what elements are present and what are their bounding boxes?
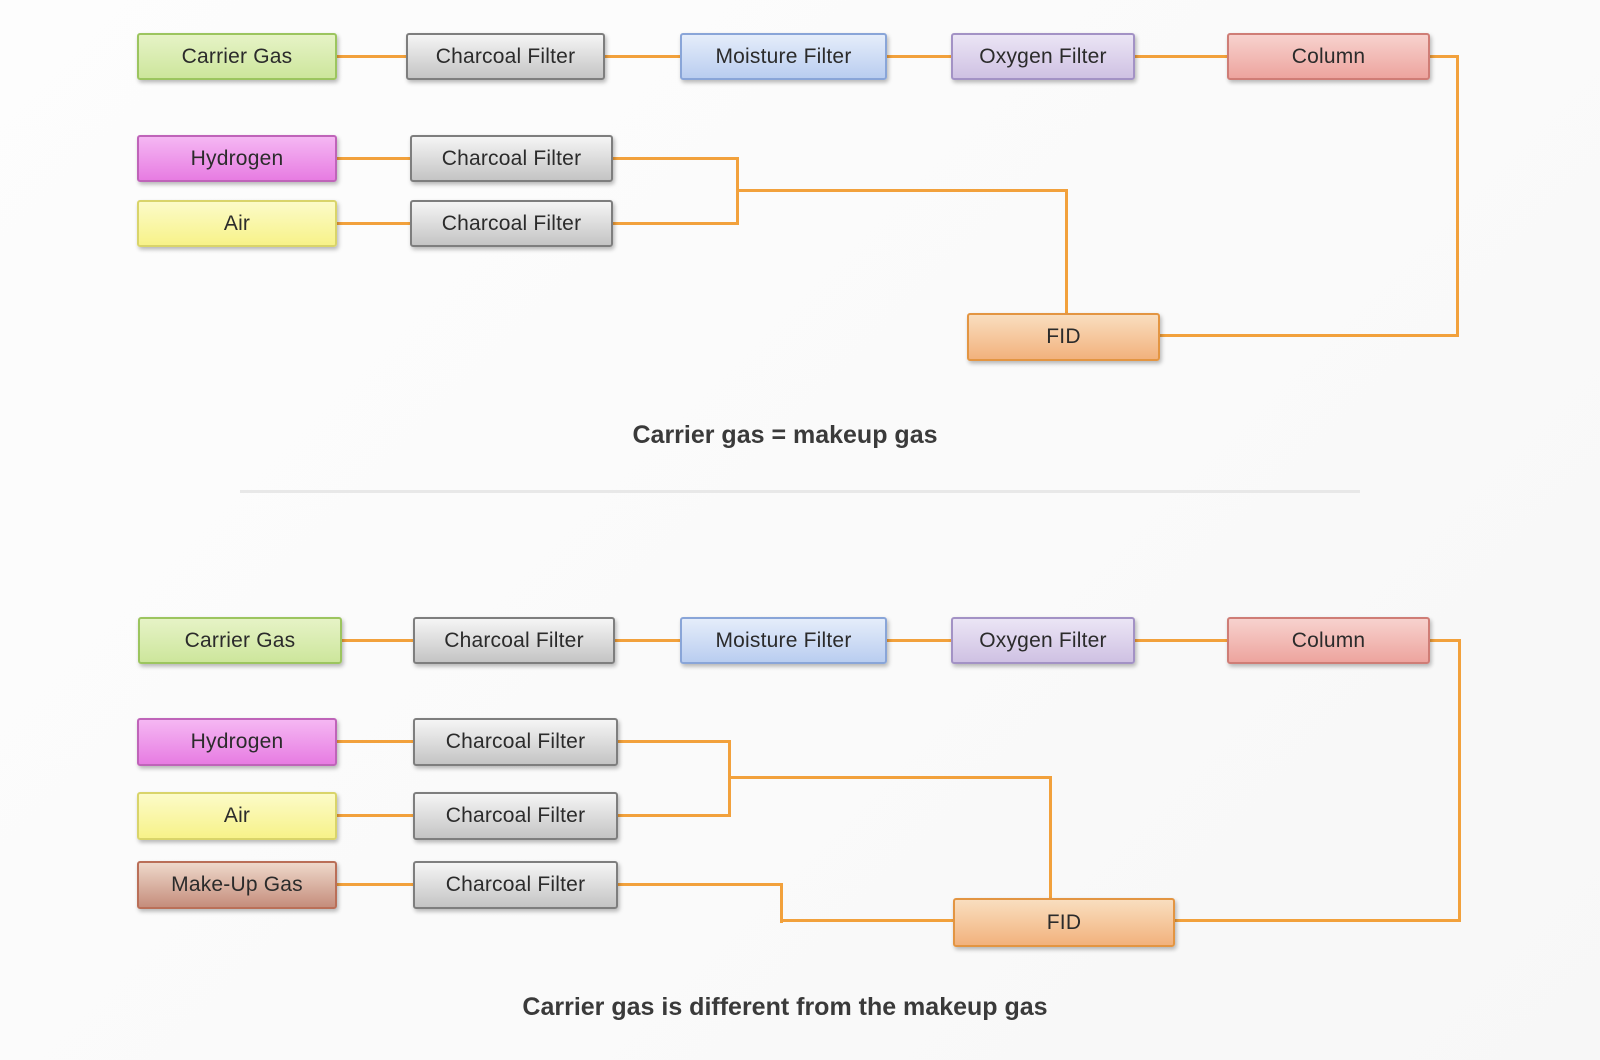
node-hydrogen: Hydrogen: [137, 135, 337, 182]
section-divider: [240, 490, 1360, 493]
node-charcoal-filter: Charcoal Filter: [410, 200, 613, 247]
connector: [1456, 55, 1459, 337]
connector: [1135, 639, 1227, 642]
connector: [1065, 189, 1068, 313]
connector: [1458, 639, 1461, 922]
connector: [337, 55, 406, 58]
connector: [887, 639, 951, 642]
connector: [618, 814, 731, 817]
connector: [613, 157, 739, 160]
node-moisture-filter: Moisture Filter: [680, 617, 887, 664]
node-moisture-filter: Moisture Filter: [680, 33, 887, 80]
connector: [1430, 639, 1461, 642]
node-column: Column: [1227, 617, 1430, 664]
node-make-up-gas: Make-Up Gas: [137, 861, 337, 909]
diagram1-caption: Carrier gas = makeup gas: [632, 421, 938, 449]
connector: [736, 189, 1068, 192]
connector: [728, 776, 1052, 779]
connector: [780, 883, 783, 923]
node-column: Column: [1227, 33, 1430, 80]
node-charcoal-filter: Charcoal Filter: [410, 135, 613, 182]
node-charcoal-filter: Charcoal Filter: [413, 718, 618, 766]
connector: [613, 222, 739, 225]
node-fid: FID: [967, 313, 1160, 361]
connector: [337, 740, 413, 743]
connector: [1430, 55, 1459, 58]
connector: [337, 222, 410, 225]
connector: [618, 883, 783, 886]
node-air: Air: [137, 200, 337, 247]
connector: [780, 919, 953, 922]
connector: [1175, 919, 1461, 922]
node-carrier-gas: Carrier Gas: [137, 33, 337, 80]
node-air: Air: [137, 792, 337, 840]
node-carrier-gas: Carrier Gas: [138, 617, 342, 664]
connector: [1049, 776, 1052, 898]
connector: [887, 55, 951, 58]
connector: [1135, 55, 1227, 58]
connector: [1160, 334, 1459, 337]
node-charcoal-filter: Charcoal Filter: [413, 617, 615, 664]
node-fid: FID: [953, 898, 1175, 947]
node-charcoal-filter: Charcoal Filter: [413, 861, 618, 909]
diagram2-caption: Carrier gas is different from the makeup…: [522, 993, 1048, 1021]
node-charcoal-filter: Charcoal Filter: [406, 33, 605, 80]
connector: [342, 639, 413, 642]
connector: [337, 883, 413, 886]
node-oxygen-filter: Oxygen Filter: [951, 33, 1135, 80]
connector: [605, 55, 680, 58]
connector: [615, 639, 680, 642]
connector: [618, 740, 731, 743]
node-oxygen-filter: Oxygen Filter: [951, 617, 1135, 664]
connector: [337, 157, 410, 160]
connector: [337, 814, 413, 817]
node-hydrogen: Hydrogen: [137, 718, 337, 766]
node-charcoal-filter: Charcoal Filter: [413, 792, 618, 840]
